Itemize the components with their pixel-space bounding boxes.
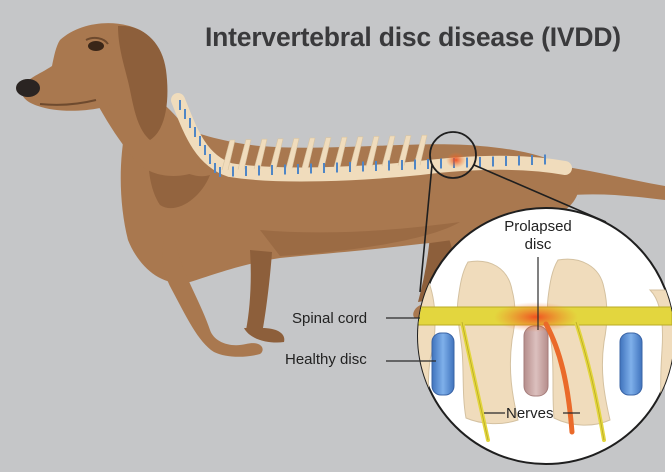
label-nerves: Nerves xyxy=(506,405,554,423)
label-prolapsed-disc-line2: disc xyxy=(486,236,590,254)
label-prolapsed-disc-line1: Prolapsed xyxy=(486,218,590,236)
cord-inflammation xyxy=(494,302,578,332)
dog-spine xyxy=(178,100,565,177)
diagram-title: Intervertebral disc disease (IVDD) xyxy=(205,22,621,53)
prolapsed-disc xyxy=(524,326,548,396)
healthy-disc-left xyxy=(432,333,454,395)
dog-nose xyxy=(16,79,40,97)
healthy-disc-right xyxy=(620,333,642,395)
spine-inflammation-spot xyxy=(446,152,466,168)
label-prolapsed-disc: Prolapsed disc xyxy=(486,218,590,254)
dog-eye xyxy=(88,41,104,51)
label-healthy-disc: Healthy disc xyxy=(285,351,367,369)
label-spinal-cord: Spinal cord xyxy=(292,310,367,328)
dog-front-paw-far xyxy=(244,328,284,342)
